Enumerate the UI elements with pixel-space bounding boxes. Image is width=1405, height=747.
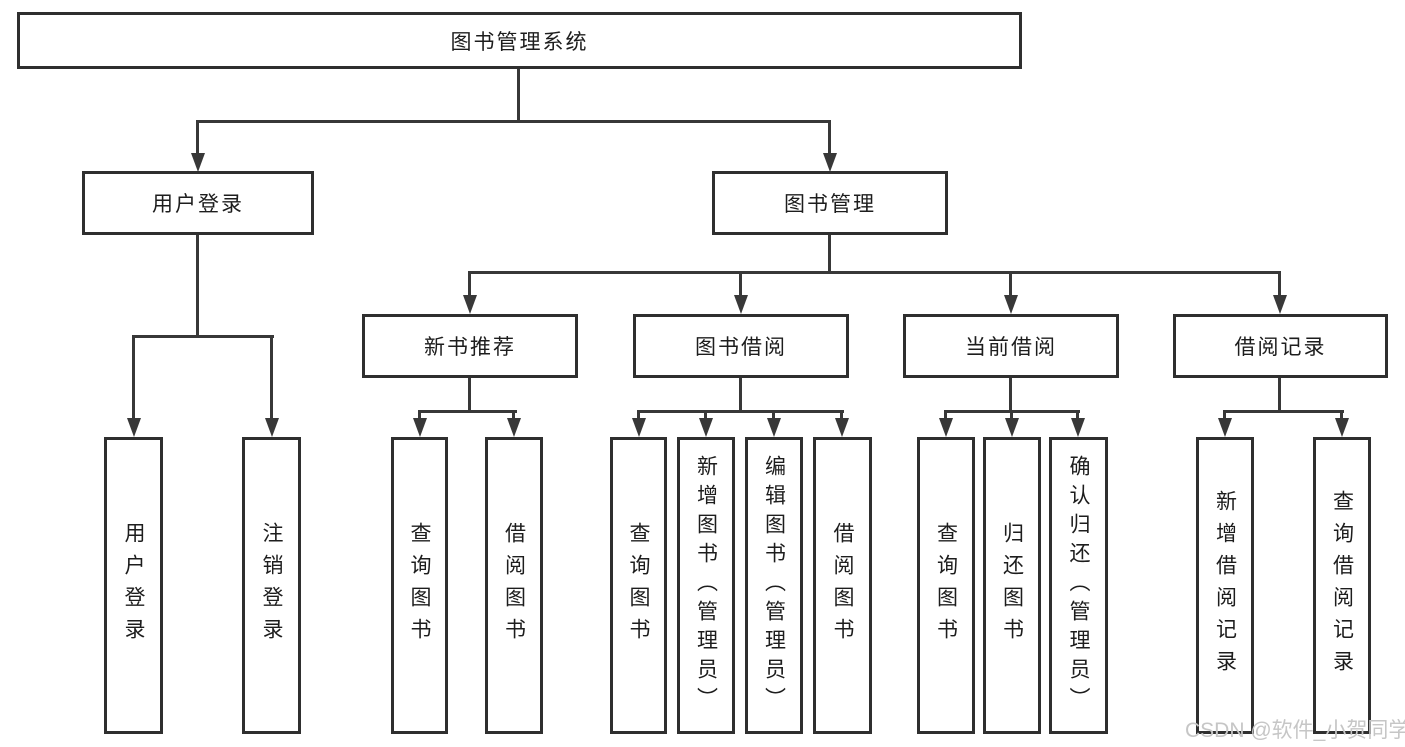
leaf-logout: 注销登录: [242, 437, 301, 734]
connector-line: [739, 378, 742, 412]
leaf-label: 确认归还（管理员）: [1067, 455, 1090, 716]
arrow-down-icon: [1335, 418, 1349, 437]
connector-line: [468, 271, 471, 297]
connector-line: [739, 271, 742, 297]
leaf-label: 借阅图书: [831, 521, 854, 650]
leaf-borrow-query-books: 查询图书: [610, 437, 667, 734]
leaf-record-add-borrow-record: 新增借阅记录: [1196, 437, 1254, 734]
leaf-borrow-edit-books-admin: 编辑图书（管理员）: [745, 437, 803, 734]
connector-line: [1010, 410, 1013, 421]
leaf-label: 编辑图书（管理员）: [762, 455, 786, 716]
leaf-label: 查询借阅记录: [1330, 489, 1354, 682]
leaf-label: 新增图书（管理员）: [694, 455, 718, 716]
connector-line: [772, 410, 775, 421]
connector-line: [196, 120, 199, 156]
connector-line: [828, 120, 831, 156]
connector-line: [418, 410, 421, 421]
leaf-current-return-books: 归还图书: [983, 437, 1041, 734]
connector-line: [840, 410, 843, 421]
arrow-down-icon: [767, 418, 781, 437]
connector-line: [132, 335, 274, 338]
arrow-down-icon: [507, 418, 521, 437]
arrow-down-icon: [463, 295, 477, 314]
connector-line: [637, 410, 640, 421]
connector-line: [1076, 410, 1079, 421]
node-borrow-record: 借阅记录: [1173, 314, 1388, 378]
connector-line: [828, 235, 831, 273]
leaf-borrow-borrow-books: 借阅图书: [813, 437, 872, 734]
leaf-label: 新增借阅记录: [1213, 489, 1237, 682]
connector-line: [132, 335, 135, 420]
connector-line: [944, 410, 947, 421]
leaf-label: 用户登录: [122, 521, 145, 650]
node-book-borrow: 图书借阅: [633, 314, 849, 378]
arrow-down-icon: [1273, 295, 1287, 314]
arrow-down-icon: [265, 418, 279, 437]
connector-line: [1009, 378, 1012, 412]
leaf-current-confirm-return-admin: 确认归还（管理员）: [1049, 437, 1108, 734]
connector-line: [468, 271, 1281, 274]
leaf-label: 注销登录: [260, 521, 283, 650]
arrow-down-icon: [835, 418, 849, 437]
leaf-newbook-borrow-books: 借阅图书: [485, 437, 543, 734]
arrow-down-icon: [734, 295, 748, 314]
connector-line: [1223, 410, 1226, 421]
connector-line: [1009, 271, 1012, 297]
leaf-label: 归还图书: [1000, 521, 1024, 650]
connector-line: [1278, 378, 1281, 412]
arrow-down-icon: [699, 418, 713, 437]
connector-line: [512, 410, 515, 421]
csdn-watermark: CSDN @软件_小贺同学: [1185, 719, 1405, 742]
leaf-label: 查询图书: [934, 521, 958, 650]
arrow-down-icon: [1005, 418, 1019, 437]
connector-line: [196, 120, 831, 123]
leaf-newbook-query-books: 查询图书: [391, 437, 448, 734]
leaf-borrow-add-books-admin: 新增图书（管理员）: [677, 437, 735, 734]
arrow-down-icon: [127, 418, 141, 437]
leaf-label: 查询图书: [627, 521, 650, 650]
arrow-down-icon: [191, 153, 205, 172]
connector-line: [468, 378, 471, 412]
arrow-down-icon: [939, 418, 953, 437]
arrow-down-icon: [823, 153, 837, 172]
node-current-borrow: 当前借阅: [903, 314, 1119, 378]
leaf-label: 借阅图书: [502, 521, 526, 650]
leaf-current-query-books: 查询图书: [917, 437, 975, 734]
arrow-down-icon: [1218, 418, 1232, 437]
connector-line: [637, 410, 844, 413]
connector-line: [704, 410, 707, 421]
node-root-system: 图书管理系统: [17, 12, 1022, 69]
connector-line: [1340, 410, 1343, 421]
leaf-user-login: 用户登录: [104, 437, 163, 734]
arrow-down-icon: [1004, 295, 1018, 314]
leaf-record-query-borrow-record: 查询借阅记录: [1313, 437, 1371, 734]
node-new-book-recommend: 新书推荐: [362, 314, 578, 378]
connector-line: [1223, 410, 1344, 413]
node-book-management: 图书管理: [712, 171, 948, 235]
leaf-label: 查询图书: [408, 521, 431, 650]
arrow-down-icon: [413, 418, 427, 437]
connector-line: [517, 69, 520, 122]
arrow-down-icon: [1071, 418, 1085, 437]
connector-line: [1278, 271, 1281, 297]
connector-line: [196, 235, 199, 337]
arrow-down-icon: [632, 418, 646, 437]
node-user-login: 用户登录: [82, 171, 314, 235]
connector-line: [418, 410, 517, 413]
connector-line: [270, 335, 273, 420]
